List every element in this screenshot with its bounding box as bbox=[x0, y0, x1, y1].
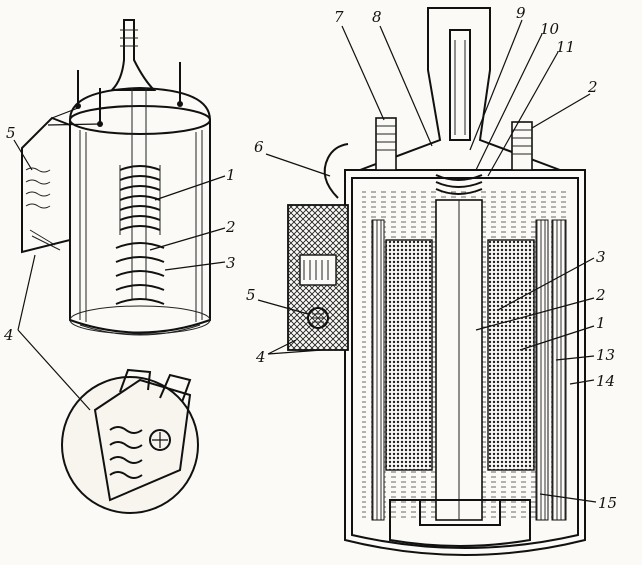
label-right-7: 7 bbox=[334, 8, 344, 26]
label-left-3: 3 bbox=[226, 254, 236, 272]
winding-right bbox=[487, 239, 535, 471]
label-right-3: 3 bbox=[596, 248, 606, 266]
external-resistor bbox=[287, 143, 349, 351]
label-right-4: 4 bbox=[255, 348, 266, 366]
label-left-4: 4 bbox=[3, 326, 14, 344]
secondary-winding bbox=[119, 165, 161, 235]
label-left-1: 1 bbox=[226, 166, 236, 184]
label-right-9: 9 bbox=[516, 4, 526, 22]
right-cross-section bbox=[257, 7, 597, 556]
label-right-15: 15 bbox=[598, 494, 617, 512]
magnetic-shield bbox=[551, 219, 567, 521]
contact-spring bbox=[435, 174, 483, 195]
label-right-5: 5 bbox=[246, 286, 256, 304]
low-voltage-terminals bbox=[375, 117, 533, 171]
label-right-14: 14 bbox=[596, 372, 615, 390]
label-left-2: 2 bbox=[225, 218, 236, 236]
label-right-1: 1 bbox=[596, 314, 606, 332]
callout-labels: 1 2 3 4 5 7 8 9 10 11 2 6 5 4 3 2 1 13 1… bbox=[3, 4, 617, 512]
detail-zoom-circle bbox=[61, 368, 199, 514]
label-right-8: 8 bbox=[372, 8, 382, 26]
label-right-11: 11 bbox=[556, 38, 575, 56]
label-left-5: 5 bbox=[6, 124, 16, 142]
label-right-2: 2 bbox=[595, 286, 606, 304]
label-right-6: 6 bbox=[254, 138, 264, 156]
left-coil-view bbox=[13, 19, 226, 514]
primary-winding bbox=[115, 242, 165, 305]
winding-left bbox=[385, 239, 433, 471]
label-right-2-top: 2 bbox=[587, 78, 598, 96]
label-right-10: 10 bbox=[540, 20, 560, 38]
side-resistor-box bbox=[21, 107, 101, 254]
label-right-13: 13 bbox=[596, 346, 615, 364]
bottom-insulator bbox=[389, 499, 531, 547]
